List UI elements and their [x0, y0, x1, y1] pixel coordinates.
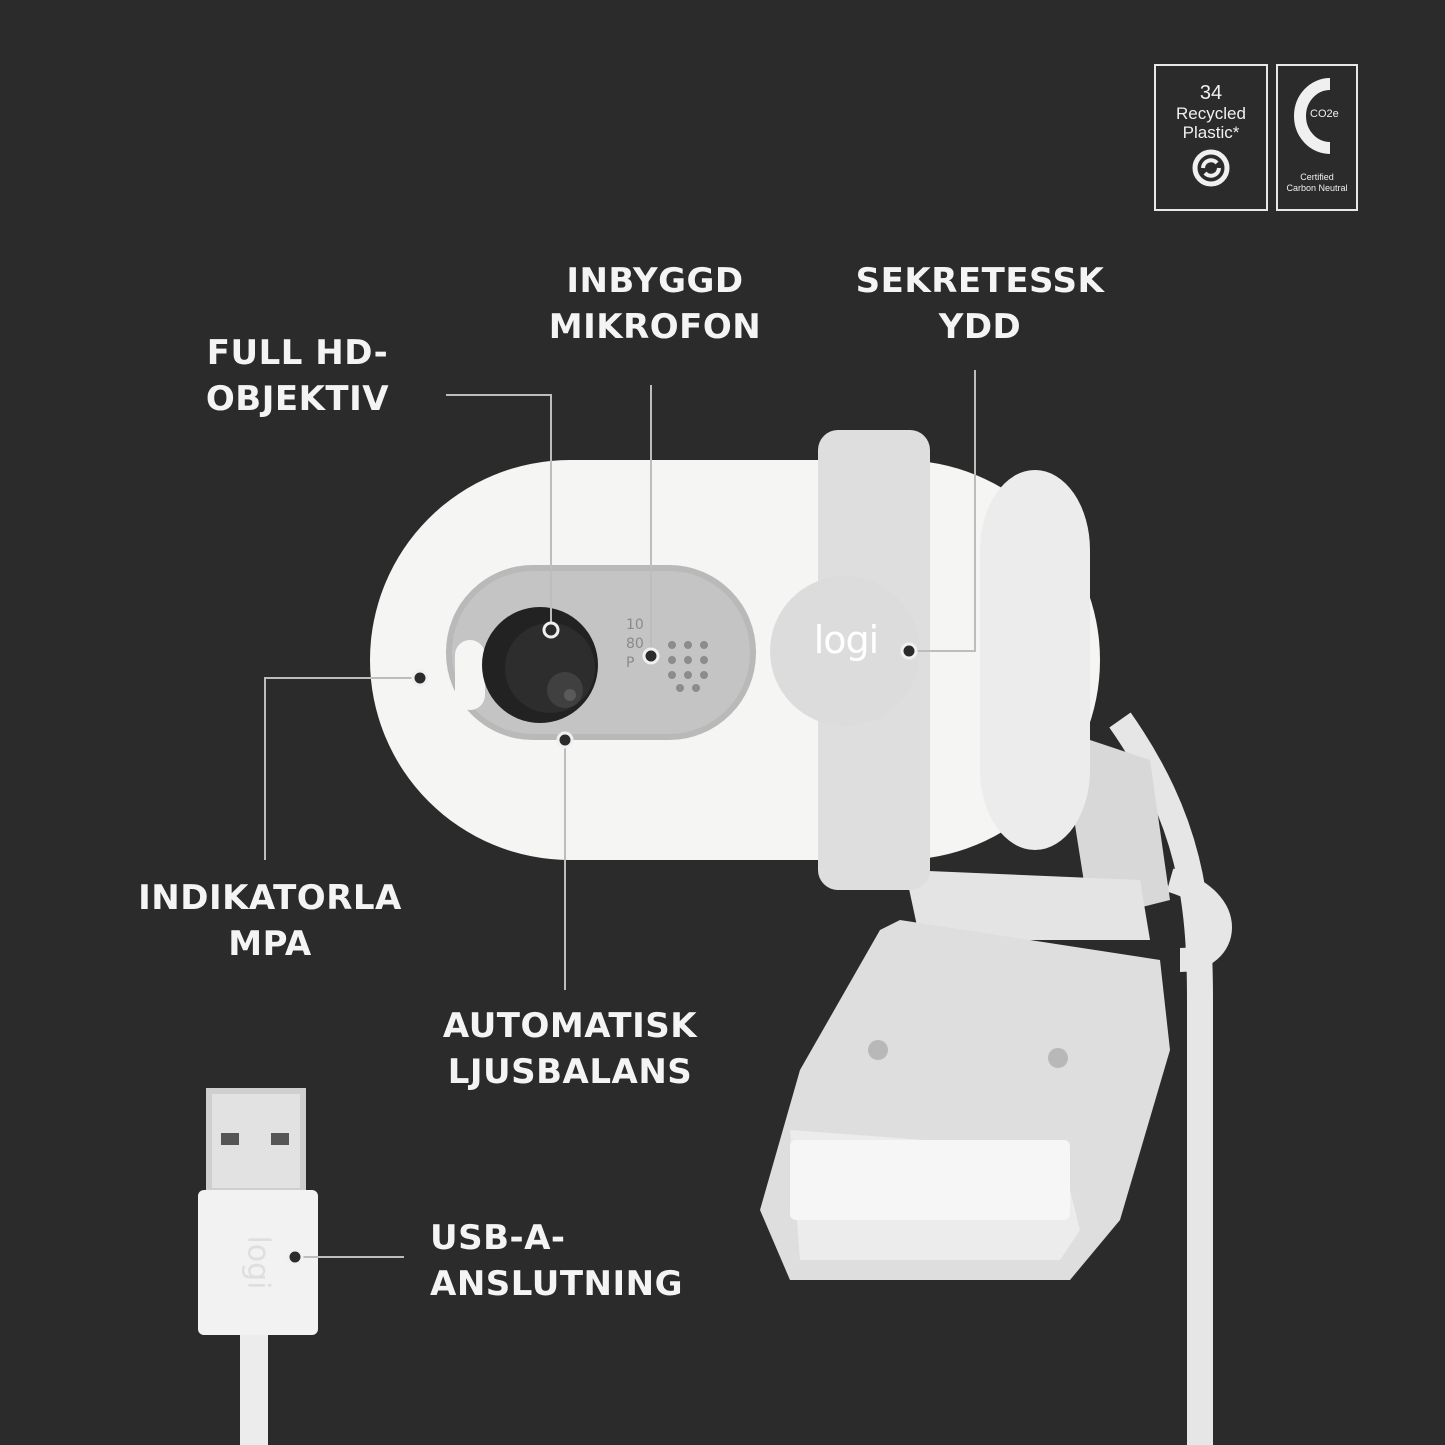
cable-loop [1166, 868, 1232, 972]
carbon-line1: Certified [1300, 172, 1334, 182]
recycled-percent: 34 [1199, 82, 1223, 104]
label-full-hd-lens: FULL HD- OBJEKTIV [190, 330, 405, 422]
label-usb-line1: USB-A- [430, 1218, 566, 1258]
lens-panel [446, 565, 756, 740]
usb-logi-logo: logi [240, 1235, 276, 1290]
recycled-line1: Recycled [1176, 104, 1246, 123]
label-microphone-line2: MIKROFON [548, 307, 762, 347]
label-auto-light-balance: AUTOMATISK LJUSBALANS [430, 1003, 710, 1095]
label-privacy-shutter: SEKRETESSK YDD [855, 258, 1105, 350]
carbon-neutral-badge: CO2e Certified Carbon Neutral [1276, 64, 1358, 211]
resolution-text: 1080P [626, 617, 644, 671]
label-microphone-line1: INBYGGD [566, 261, 744, 301]
microphone-grille [668, 641, 708, 692]
webcam-mount [760, 730, 1170, 1280]
label-indicator-line1: INDIKATORLA [138, 878, 402, 918]
carbon-c-icon: CO2e [1278, 66, 1360, 166]
label-lens-line2: OBJEKTIV [205, 379, 390, 419]
label-indicator-light: INDIKATORLA MPA [130, 875, 410, 967]
label-usb-line2: ANSLUTNING [430, 1264, 683, 1304]
carbon-line2: Carbon Neutral [1286, 183, 1348, 193]
usb-a-connector [198, 1088, 318, 1445]
recycled-plastic-badge: 34 Recycled Plastic* [1154, 64, 1268, 211]
label-light-line1: AUTOMATISK [442, 1006, 698, 1046]
callout-lines [264, 370, 976, 1258]
label-microphone: INBYGGD MIKROFON [540, 258, 770, 350]
co2e-text: CO2e [1310, 108, 1339, 120]
label-usb-a-connector: USB-A- ANSLUTNING [430, 1215, 690, 1307]
recycle-icon [1192, 149, 1230, 187]
callout-dots [286, 621, 918, 1266]
label-privacy-line2: YDD [938, 307, 1022, 347]
label-privacy-line1: SEKRETESSK [855, 261, 1105, 301]
label-indicator-line2: MPA [228, 924, 312, 964]
label-light-line2: LJUSBALANS [447, 1052, 693, 1092]
privacy-shutter [770, 430, 930, 890]
carbon-c-shape [1294, 78, 1331, 154]
logi-logo: logi [813, 618, 880, 662]
recycled-line2: Plastic* [1182, 123, 1240, 142]
label-lens-line1: FULL HD- [206, 333, 389, 373]
